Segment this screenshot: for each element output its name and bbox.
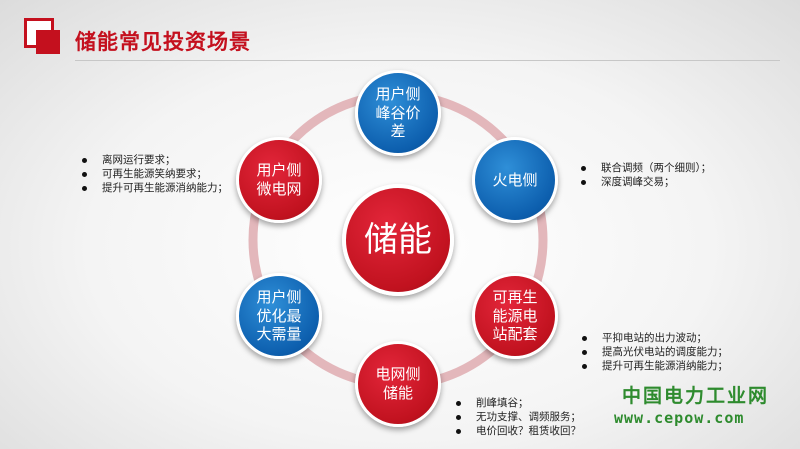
watermark-url: www.cepow.com — [614, 409, 745, 427]
node-user-peak-valley: 用户侧 峰谷价 差 — [355, 70, 441, 156]
note-item: 提升可再生能源消纳能力； — [578, 359, 728, 373]
node-label-line: 优化最 — [256, 306, 302, 325]
note-item: 深度调峰交易； — [577, 175, 711, 189]
node-label-line: 用户侧 — [256, 287, 302, 306]
note-item: 平抑电站的出力波动； — [578, 331, 728, 345]
notes-renewable: 平抑电站的出力波动； 提高光伏电站的调度能力； 提升可再生能源消纳能力； — [578, 331, 728, 373]
node-user-demand: 用户侧 优化最 大需量 — [236, 273, 322, 359]
node-label-line: 站配套 — [492, 325, 538, 344]
node-thermal-side: 火电侧 — [472, 137, 558, 223]
node-label-line: 差 — [390, 122, 406, 141]
center-node: 储能 — [342, 184, 454, 296]
notes-grid: 削峰填谷； 无功支撑、调频服务； 电价回收？租赁收回？ — [452, 396, 581, 438]
note-item: 联合调频（两个细则）； — [577, 161, 711, 175]
node-label-line: 可再生 — [492, 287, 538, 306]
node-user-microgrid: 用户侧 微电网 — [236, 137, 322, 223]
note-item: 可再生能源笑纳要求； — [78, 167, 228, 181]
node-label-line: 用户侧 — [256, 161, 302, 180]
node-label-line: 储能 — [382, 384, 413, 402]
node-grid-storage: 电网侧 储能 — [355, 341, 441, 427]
watermark-name: 中国电力工业网 — [622, 385, 770, 407]
note-item: 提升可再生能源消纳能力； — [78, 181, 228, 195]
node-renewable-station: 可再生 能源电 站配套 — [472, 273, 558, 359]
notes-thermal: 联合调频（两个细则）； 深度调峰交易； — [577, 161, 711, 189]
note-item: 无功支撑、调频服务； — [452, 410, 581, 424]
page-title: 储能常见投资场景 — [75, 30, 251, 54]
node-label-line: 能源电 — [492, 306, 538, 325]
note-item: 离网运行要求； — [78, 153, 228, 167]
note-item: 提高光伏电站的调度能力； — [578, 345, 728, 359]
node-label-line: 微电网 — [256, 180, 302, 198]
logo-inner-square — [36, 30, 60, 54]
title-divider — [75, 60, 780, 61]
node-label-line: 电网侧 — [375, 365, 421, 384]
node-label-line: 用户侧 — [375, 84, 421, 103]
center-node-label: 储能 — [364, 219, 432, 260]
node-label-line: 火电侧 — [492, 170, 538, 189]
note-item: 削峰填谷； — [452, 396, 581, 410]
note-item: 电价回收？租赁收回？ — [452, 424, 581, 438]
notes-microgrid: 离网运行要求； 可再生能源笑纳要求； 提升可再生能源消纳能力； — [78, 153, 228, 195]
node-label-line: 峰谷价 — [375, 103, 421, 122]
node-label-line: 大需量 — [256, 325, 302, 344]
